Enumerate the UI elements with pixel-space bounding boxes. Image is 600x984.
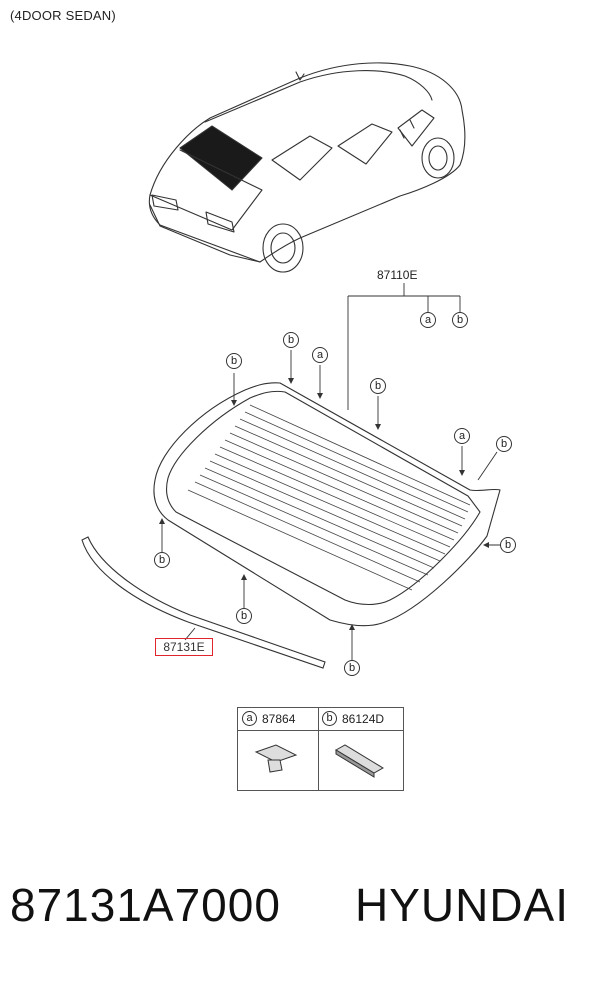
- legend-part-number: 87864: [262, 711, 296, 726]
- brand-name: HYUNDAI: [355, 879, 570, 931]
- legend-letter: a: [242, 711, 257, 726]
- molding-strip: [81, 536, 326, 669]
- car-rear-bumper: [149, 204, 261, 263]
- car-side-window-2: [337, 123, 393, 165]
- callout-b: b: [236, 608, 252, 624]
- highlighted-part-label: 87131E: [155, 638, 213, 656]
- legend-part-number: 86124D: [342, 711, 385, 726]
- callout-b: b: [344, 660, 360, 676]
- car-rear-wheel: [262, 223, 304, 273]
- defroster-lines: [187, 404, 471, 591]
- clip-87864-drawing: [254, 744, 298, 763]
- legend-letter: b: [322, 711, 337, 726]
- glass-inner-frame: [166, 390, 481, 606]
- variant-label: (4DOOR SEDAN): [10, 8, 116, 23]
- car-taillight-left: [151, 194, 179, 211]
- car-rear-window: [179, 125, 263, 191]
- car-trunk: [149, 149, 263, 231]
- part-number: 87131A7000: [10, 879, 281, 931]
- assembly-part-label: 87110E: [377, 268, 418, 282]
- car-roofline: [204, 70, 433, 123]
- glass-outer-frame: [153, 382, 501, 627]
- callout-b: b: [370, 378, 386, 394]
- footer: 87131A7000 HYUNDAI: [0, 878, 600, 948]
- car-taillight-right: [205, 211, 235, 233]
- callout-b: b: [500, 537, 516, 553]
- legend-item: b 86124D: [322, 711, 384, 726]
- callout-a: a: [312, 347, 328, 363]
- callout-b: b: [154, 552, 170, 568]
- callout-b: b: [452, 312, 468, 328]
- assembly-leader: [347, 283, 461, 410]
- callout-b: b: [283, 332, 299, 348]
- car-side-window-1: [271, 135, 333, 181]
- callout-a: a: [454, 428, 470, 444]
- parts-legend: a 87864 b 86124D: [237, 707, 404, 791]
- callout-b: b: [226, 353, 242, 369]
- legend-item: a 87864: [242, 711, 295, 726]
- legend-divider: [238, 730, 403, 731]
- callout-b: b: [496, 436, 512, 452]
- car-front-wheel: [421, 137, 455, 179]
- car-body-outline: [148, 62, 466, 263]
- legend-divider: [318, 708, 319, 790]
- callout-a: a: [420, 312, 436, 328]
- car-side-window-3: [397, 109, 435, 147]
